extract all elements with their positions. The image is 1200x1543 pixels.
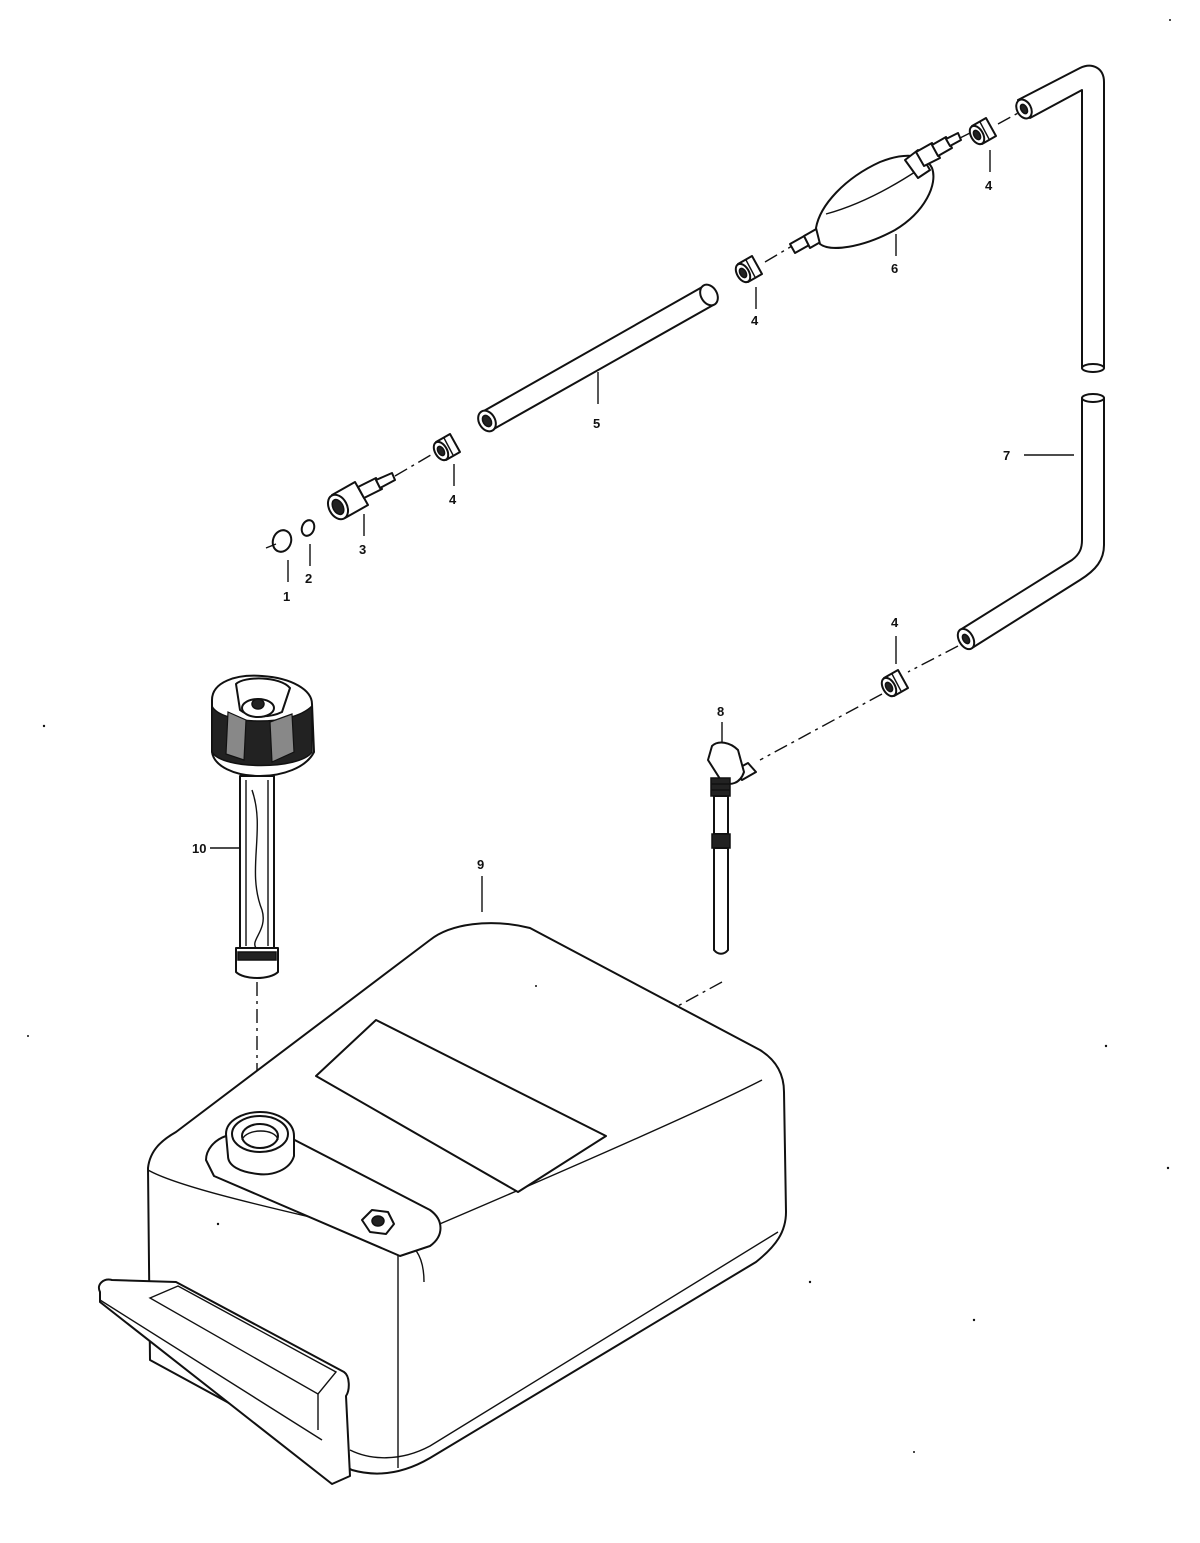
label-4c: 4 [985,178,993,193]
label-4d: 4 [891,615,899,630]
part-4-clamp-c[interactable] [967,117,997,147]
label-8: 8 [717,704,724,719]
assembly-line-7-4 [907,645,959,673]
label-2: 2 [305,571,312,586]
assembly-line-4-7 [997,111,1021,125]
part-6-primer-bulb[interactable] [789,132,962,254]
part-4-clamp-a[interactable] [431,433,461,463]
part-8-elbow-pickup[interactable] [707,741,757,955]
label-5: 5 [593,416,600,431]
part-1-o-ring[interactable] [265,528,294,555]
label-1: 1 [283,589,290,604]
assembly-line-4-8 [759,693,883,761]
part-9-fuel-tank[interactable] [98,922,787,1485]
part-7-fuel-line[interactable] [954,64,1105,652]
label-4b: 4 [751,313,759,328]
label-7: 7 [1003,448,1010,463]
label-10: 10 [192,841,206,856]
assembly-line-4-6 [764,245,793,263]
assembly-line-3-4 [394,451,437,477]
part-4-clamp-d[interactable] [879,669,909,699]
scan-specks [27,19,1171,1453]
label-6: 6 [891,261,898,276]
label-9: 9 [477,857,484,872]
part-2-washer[interactable] [300,518,317,537]
label-4a: 4 [449,492,457,507]
label-3: 3 [359,542,366,557]
part-4-clamp-b[interactable] [733,255,763,285]
part-5-fuel-hose[interactable] [475,281,722,434]
part-10-fuel-gauge[interactable] [211,674,315,979]
part-3-connector[interactable] [324,472,396,523]
